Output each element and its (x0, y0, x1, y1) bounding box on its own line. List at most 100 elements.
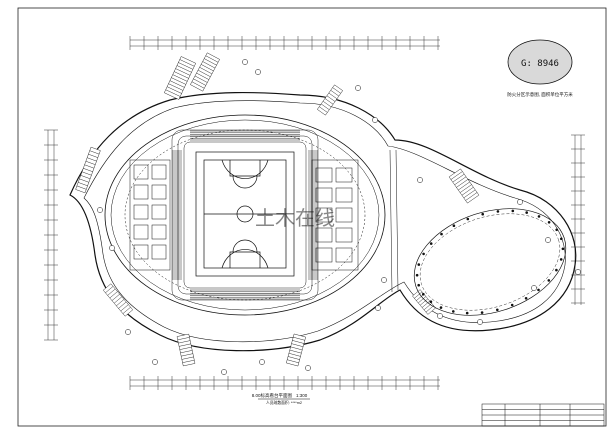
stair-tread (330, 90, 339, 97)
stair-tread (107, 288, 116, 296)
room (315, 247, 333, 263)
stair-tread (321, 103, 330, 110)
stair-tread (425, 305, 434, 313)
stair-tread (292, 340, 305, 344)
stair-tread (423, 303, 432, 310)
column (524, 297, 528, 300)
column (429, 242, 433, 245)
fire-zone-note: 防火分区示意图, 面积单位平方米 (507, 91, 573, 98)
column (496, 308, 499, 312)
stair-outline (190, 52, 220, 92)
stair-tread (465, 192, 478, 201)
stair-tread (193, 78, 206, 86)
stair-tread (116, 299, 125, 306)
stair-tread (109, 291, 118, 299)
stair-tread (178, 340, 191, 344)
right-dimension-line (571, 134, 585, 305)
stair-tread (191, 81, 205, 89)
callout-circle (417, 177, 423, 183)
stair-tread (414, 291, 423, 299)
left-dimension-line (44, 129, 58, 341)
stair-block (164, 56, 196, 100)
stair-block (102, 283, 134, 317)
stair-tread (83, 168, 93, 172)
stair-tread (114, 296, 122, 304)
seating-bowl (171, 129, 319, 301)
stair-tread (197, 69, 211, 77)
stair-tread (450, 171, 463, 180)
callout-circle (381, 277, 387, 283)
column (537, 215, 541, 218)
callout-circle (255, 69, 261, 75)
stair-tread (81, 171, 92, 176)
room (335, 187, 353, 203)
room (315, 207, 333, 223)
column (547, 221, 551, 224)
callout-circle (109, 245, 115, 251)
stair-tread (174, 71, 189, 79)
column (496, 210, 500, 213)
stair-tread (167, 86, 182, 94)
callout-circle (305, 365, 311, 371)
stair-tread (324, 98, 334, 105)
callout-circle (375, 305, 381, 311)
drawing-title: 8.00标高看台平面图 (252, 392, 293, 399)
room (335, 227, 353, 243)
room (133, 204, 149, 220)
stair-block (75, 146, 101, 194)
area-badge-text: G: 8946 (521, 59, 559, 69)
stair-block (412, 289, 436, 315)
stair-tread (176, 65, 192, 73)
oval-annex (413, 208, 567, 316)
column (559, 258, 563, 261)
stair-tread (181, 356, 194, 360)
stair-tread (88, 154, 98, 158)
stair-tread (458, 181, 470, 191)
stair-tread (179, 343, 191, 347)
callout-circle (152, 359, 158, 365)
watermark-text: 土木在线 (255, 207, 335, 230)
area-badge: G: 8946 (507, 39, 573, 85)
stair-tread (168, 83, 184, 91)
stair-block (448, 168, 480, 204)
room (133, 184, 149, 200)
stair-tread (76, 185, 87, 190)
stair-tread (328, 92, 338, 99)
column (481, 212, 485, 216)
stair-tread (421, 300, 430, 308)
stair-tread (194, 75, 208, 83)
stair-tread (179, 59, 195, 67)
column (422, 252, 425, 256)
column (555, 268, 558, 272)
stair-block (176, 333, 196, 367)
column (537, 288, 540, 292)
stair-tread (204, 58, 217, 66)
column (439, 306, 443, 309)
stair-tread (177, 337, 190, 341)
stair-blocks (75, 52, 480, 367)
stair-block (317, 84, 343, 116)
stair-tread (201, 64, 214, 72)
stair-tread (288, 353, 301, 357)
left-side-rooms (129, 159, 171, 271)
stair-tread (420, 298, 428, 306)
stair-tread (463, 189, 476, 199)
callout-circle (531, 285, 537, 291)
stair-tread (105, 286, 114, 293)
stair-tread (459, 184, 472, 193)
column (422, 292, 425, 296)
callout-circle (437, 313, 443, 319)
stair-tread (118, 301, 127, 309)
column (417, 283, 421, 287)
room (133, 244, 149, 260)
stair-tread (326, 95, 336, 102)
callout-circle (545, 237, 551, 243)
column (417, 263, 421, 266)
stair-tread (418, 296, 427, 304)
basketball-court (195, 151, 295, 277)
room (133, 224, 149, 240)
callout-circle (517, 199, 523, 205)
room (335, 207, 353, 223)
column (510, 303, 514, 307)
